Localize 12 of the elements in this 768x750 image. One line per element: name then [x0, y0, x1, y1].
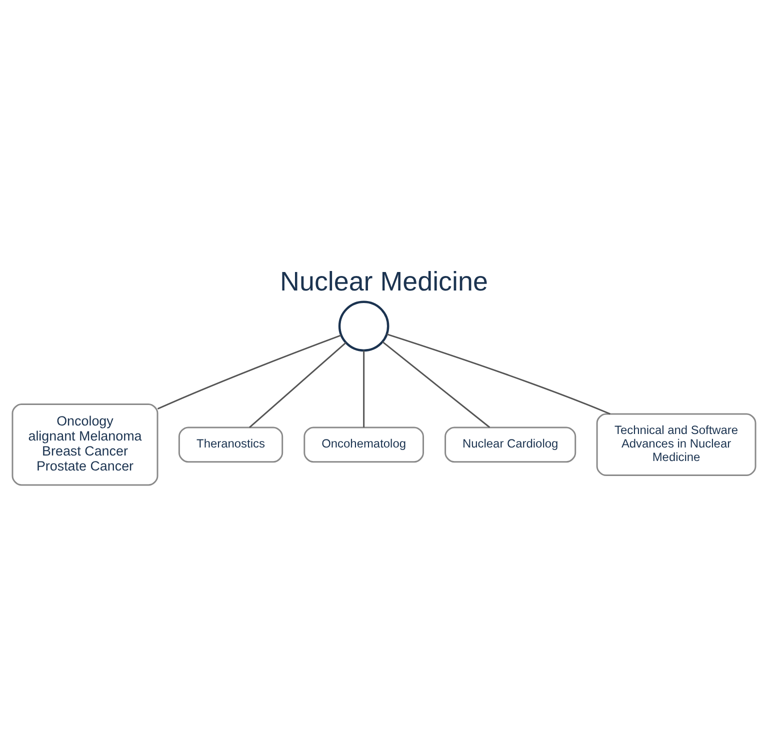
node-circle [338, 300, 390, 352]
connector [382, 340, 490, 428]
connector [386, 333, 610, 414]
node-box: Oncohematolog [304, 426, 424, 462]
connector [249, 342, 346, 428]
connector [363, 350, 365, 427]
node-box: Theranostics [178, 426, 284, 462]
node-box: Technical and Software Advances in Nuclear Medicine [596, 412, 756, 476]
connector [157, 334, 342, 409]
node-box: Oncology alignant Melanoma Breast Cancer Prostate Cancer [12, 403, 158, 486]
diagram-title: Nuclear Medicine [280, 266, 488, 296]
node-box: Nuclear Cardiolog [444, 426, 576, 462]
